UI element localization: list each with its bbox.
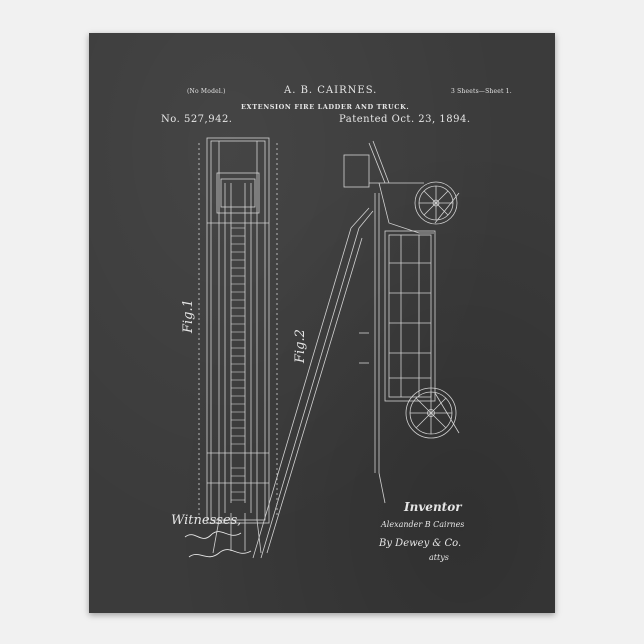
- fig2-label: Fig.2: [293, 329, 308, 363]
- fig1-rungs: [231, 228, 245, 500]
- inventor-label: Inventor: [404, 500, 462, 514]
- patent-poster: (No Model.) A. B. CAIRNES. 3 Sheets—Shee…: [89, 33, 555, 613]
- fig1-label: Fig.1: [181, 299, 196, 333]
- attorney-suffix: attys: [429, 553, 449, 562]
- fig1-ladder-drawing: [199, 138, 277, 553]
- fig2-truck-drawing: [344, 141, 459, 503]
- witness-signatures: [181, 527, 261, 567]
- witnesses-label: Witnesses,: [171, 513, 241, 528]
- inventor-signature: Alexander B Cairnes: [381, 520, 464, 529]
- attorney-signature: By Dewey & Co.: [379, 538, 461, 549]
- fig2-wheel-front: [415, 182, 457, 224]
- fig2-extension-ladder: [253, 208, 373, 558]
- patent-drawing: [89, 33, 555, 613]
- fig2-wheel-rear: [406, 388, 456, 438]
